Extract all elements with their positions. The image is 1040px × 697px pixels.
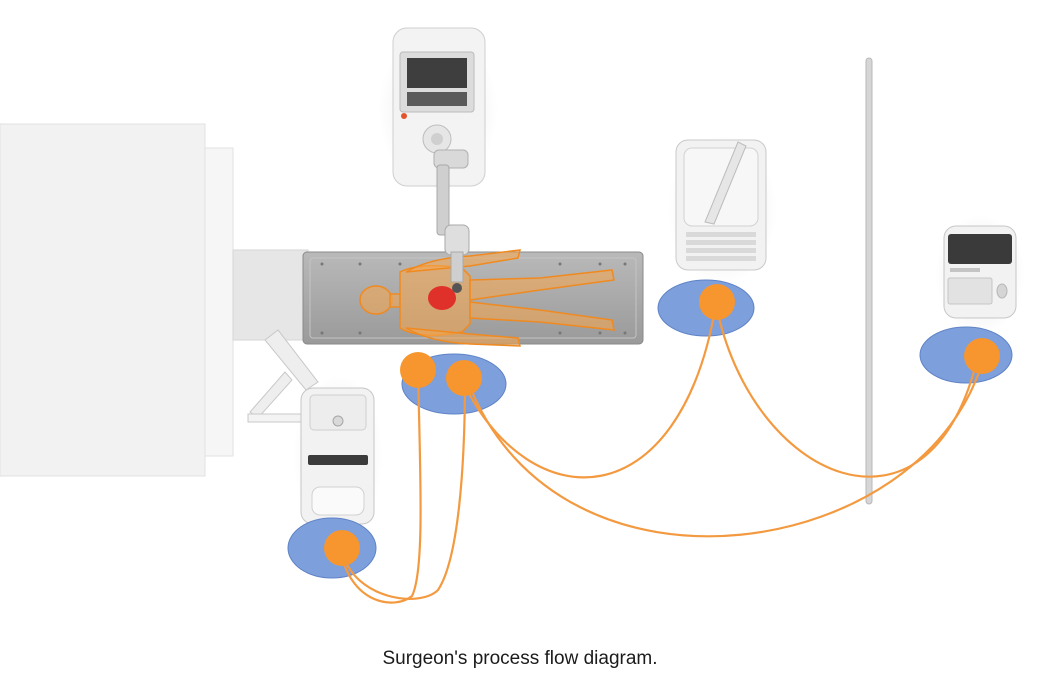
ct-gantry-icon (0, 123, 309, 477)
workstation-icon (667, 135, 777, 285)
flow-node (699, 284, 735, 320)
heart-organ-icon (428, 286, 456, 310)
computer-cart-icon (935, 215, 1025, 335)
diagram-caption: Surgeon's process flow diagram. (382, 648, 658, 669)
flow-line (338, 368, 422, 604)
robotic-arm-icon (433, 149, 470, 293)
flow-line (714, 302, 980, 478)
ultrasound-cart-icon (378, 27, 498, 190)
flow-lines (338, 302, 986, 604)
monitor-arm-icon (247, 329, 329, 423)
flow-line (340, 376, 467, 600)
flow-node (964, 338, 1000, 374)
partition-wall-icon (865, 57, 873, 505)
surgical-console-icon (293, 375, 383, 535)
flow-node (324, 530, 360, 566)
flow-nodes (324, 284, 1000, 566)
flow-line (461, 302, 718, 479)
flow-node (446, 360, 482, 396)
flow-line (466, 354, 986, 538)
flow-node (400, 352, 436, 388)
